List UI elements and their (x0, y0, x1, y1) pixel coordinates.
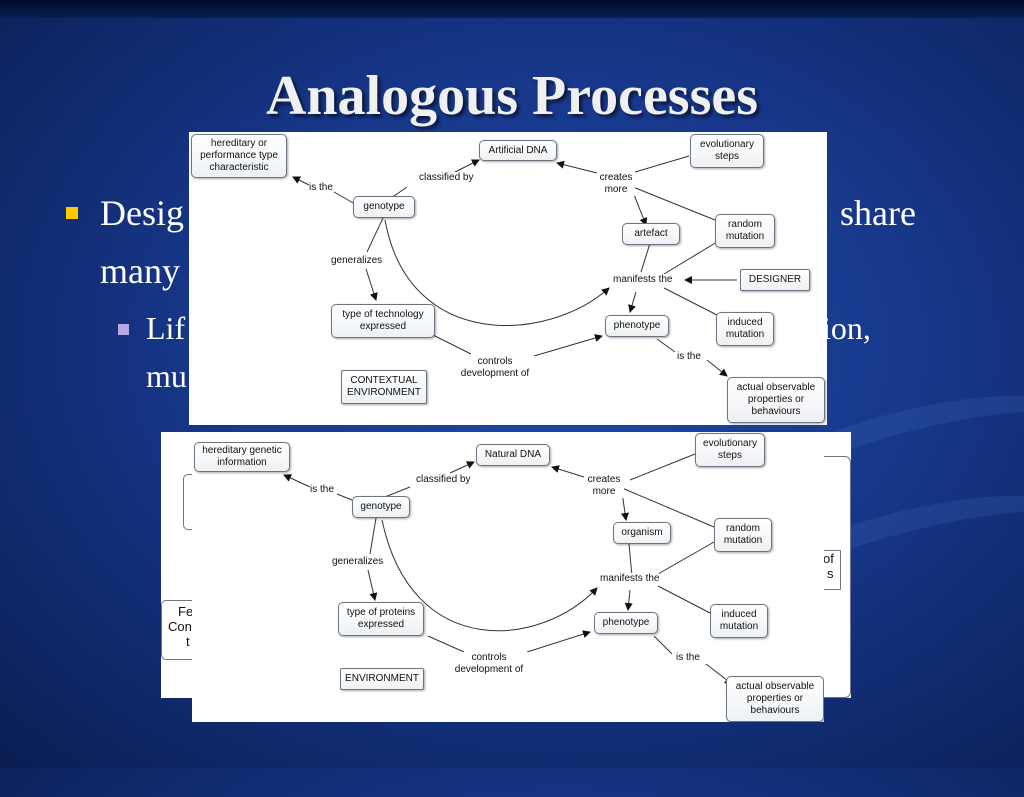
node-environment: ENVIRONMENT (340, 668, 424, 690)
link-arrow (365, 268, 378, 301)
link-line (663, 241, 718, 275)
link-label: controls development of (448, 652, 530, 676)
node-evolutionary-steps: evolutionary steps (690, 134, 764, 168)
nature-map-links (283, 453, 733, 685)
link-line (621, 487, 715, 528)
link-arrow (556, 160, 602, 175)
link-line (656, 338, 676, 353)
link-label: is the (310, 484, 334, 496)
node-induced-mutation: induced mutation (716, 312, 774, 346)
node-induced-mutation: induced mutation (710, 604, 768, 638)
link-line (366, 217, 384, 253)
node-random-mutation: random mutation (715, 214, 775, 248)
node-genotype: genotype (352, 496, 410, 518)
node-observable-properties: actual observable properties or behaviou… (727, 377, 825, 423)
link-line (426, 331, 472, 355)
node-observable-properties: actual observable properties or behaviou… (726, 676, 824, 722)
link-label: classified by (416, 474, 471, 486)
slide-title: Analogous Processes (265, 65, 759, 127)
link-label: generalizes (331, 255, 383, 267)
link-label: creates more (597, 172, 635, 196)
node-contextual-environment: CONTEXTUAL ENVIRONMENT (341, 370, 427, 404)
link-line (336, 493, 353, 501)
link-line (663, 287, 718, 316)
node-artificial-dna: Artificial DNA (479, 140, 557, 161)
link-line (333, 191, 356, 205)
link-label: creates more (584, 474, 624, 498)
link-line (634, 155, 690, 173)
link-arrow (367, 569, 378, 601)
background-text: Fe (178, 604, 194, 619)
bullet-text-fragment: mu (146, 358, 187, 394)
link-arrow (384, 219, 610, 326)
top-band (0, 0, 1024, 18)
link-label: classified by (419, 172, 474, 184)
link-arrow (450, 159, 480, 175)
link-label: manifests the (600, 573, 660, 585)
link-label: generalizes (332, 556, 384, 568)
node-random-mutation: random mutation (714, 518, 772, 552)
background-text: of (823, 551, 834, 566)
bullet-text-fragment: many (100, 251, 180, 291)
background-text: s (827, 566, 834, 581)
node-genotype: genotype (353, 196, 415, 218)
link-label: is the (676, 652, 700, 664)
link-label: manifests the (613, 274, 673, 286)
link-line (427, 635, 465, 653)
node-type-of-proteins: type of proteins expressed (338, 602, 424, 636)
bullet-marker (66, 207, 78, 219)
link-arrow (706, 359, 728, 377)
bullet-text-fragment: Lif (146, 310, 186, 346)
link-line (628, 543, 633, 577)
link-arrow (381, 519, 598, 632)
link-line (632, 186, 716, 221)
link-arrow (292, 176, 310, 186)
bullet-text-fragment: Desig (100, 193, 184, 233)
node-phenotype: phenotype (605, 315, 669, 337)
link-arrow (624, 589, 633, 611)
bullet-text-fragment: ion, (822, 310, 871, 346)
node-artefact: artefact (622, 223, 680, 245)
node-designer: DESIGNER (740, 269, 810, 291)
node-type-of-technology: type of technology expressed (331, 304, 435, 338)
link-label: controls development of (453, 356, 537, 380)
node-organism: organism (613, 522, 671, 544)
background-node-fragment: Fe Con t (161, 600, 193, 660)
link-arrow (628, 291, 637, 313)
node-hereditary-characteristic: hereditary or performance type character… (191, 134, 287, 178)
link-line (657, 541, 715, 575)
link-arrow (533, 334, 603, 357)
node-natural-dna: Natural DNA (476, 444, 550, 466)
link-arrow (551, 465, 585, 478)
node-phenotype: phenotype (594, 612, 658, 634)
link-line (657, 585, 713, 615)
nature-concept-map: hereditary genetic information Natural D… (192, 432, 824, 722)
link-line (640, 239, 652, 273)
link-line (629, 453, 696, 481)
link-line (653, 635, 673, 655)
link-arrow (283, 474, 311, 488)
background-text: Con (168, 619, 192, 634)
sub-bullet-marker (118, 324, 129, 335)
link-label: is the (677, 351, 701, 363)
link-arrow (449, 461, 475, 474)
background-text: t (186, 634, 190, 649)
node-hereditary-genetic-information: hereditary genetic information (194, 442, 290, 472)
link-arrow (526, 630, 591, 653)
link-line (369, 517, 377, 555)
design-concept-map: hereditary or performance type character… (189, 132, 827, 425)
link-label: is the (309, 182, 333, 194)
node-evolutionary-steps: evolutionary steps (695, 433, 765, 467)
bullet-text-fragment: share (840, 193, 916, 233)
link-arrow (632, 191, 648, 226)
